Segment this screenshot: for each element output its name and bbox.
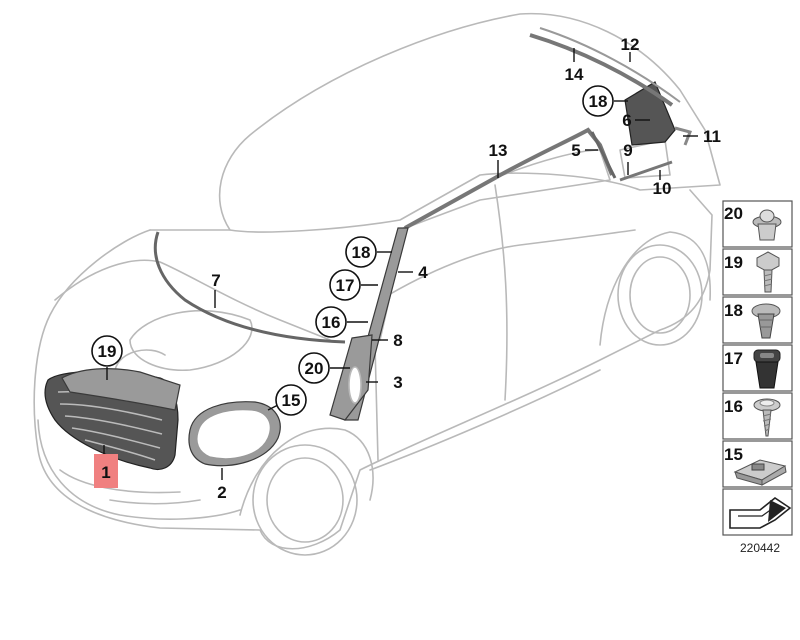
roof-rail-strip-2 [539,27,681,103]
callout-12: 12 [621,35,640,54]
roof-rail-strip [529,33,674,107]
legend-box-19 [722,248,793,296]
callout-16: 16 [322,313,341,332]
roof-moulding [404,127,614,230]
legend-label-20: 20 [724,204,743,223]
parts-legend: 20 19 18 17 16 [722,200,793,555]
callout-18: 18 [352,243,371,262]
legend-label-19: 19 [724,253,743,272]
callout-13: 13 [489,141,508,160]
callout-5: 5 [571,141,580,160]
diagram-number: 220442 [740,541,780,555]
bracket-clip-icon [733,459,787,486]
window-sill-strip [619,160,673,182]
callout-11: 11 [703,127,721,146]
callout-4: 4 [418,263,428,282]
callout-20: 20 [305,359,324,378]
callout-6: 6 [622,111,631,130]
windshield-seal [153,231,346,344]
parts [44,27,692,471]
legend-label-15: 15 [724,445,743,464]
callout-2: 2 [217,483,226,502]
callout-15: 15 [282,391,301,410]
callout-8: 8 [393,331,402,350]
headlight-ring [188,401,281,467]
callout-17: 17 [336,276,355,295]
callout-19: 19 [98,342,117,361]
legend-label-17: 17 [724,349,743,368]
leader-lines [103,48,698,480]
callout-3: 3 [393,373,402,392]
callout-1: 1 [101,463,110,482]
callout-10: 10 [653,179,672,198]
callout-18-rear: 18 [589,92,608,111]
callout-9: 9 [623,141,632,160]
push-clip-icon [751,303,781,339]
legend-box-18 [722,296,793,344]
hex-bolt-icon [756,251,780,293]
callout-1-highlight [94,454,118,488]
car-outline [33,12,721,556]
legend-label-18: 18 [724,301,743,320]
front-grille [44,368,181,471]
direction-arrow-icon [729,497,792,529]
grommet-icon [753,349,781,389]
rear-side-strip [674,126,692,146]
door-frame-strip [590,131,617,179]
expanding-rivet-icon [752,209,782,241]
callout-labels: 1 2 3 4 5 6 7 8 9 10 11 12 13 14 15 16 1… [91,35,721,502]
quarter-window-trim [624,81,676,146]
tapping-screw-icon [753,398,781,437]
legend-label-16: 16 [724,397,743,416]
callout-14: 14 [565,65,584,84]
callout-7: 7 [211,271,220,290]
